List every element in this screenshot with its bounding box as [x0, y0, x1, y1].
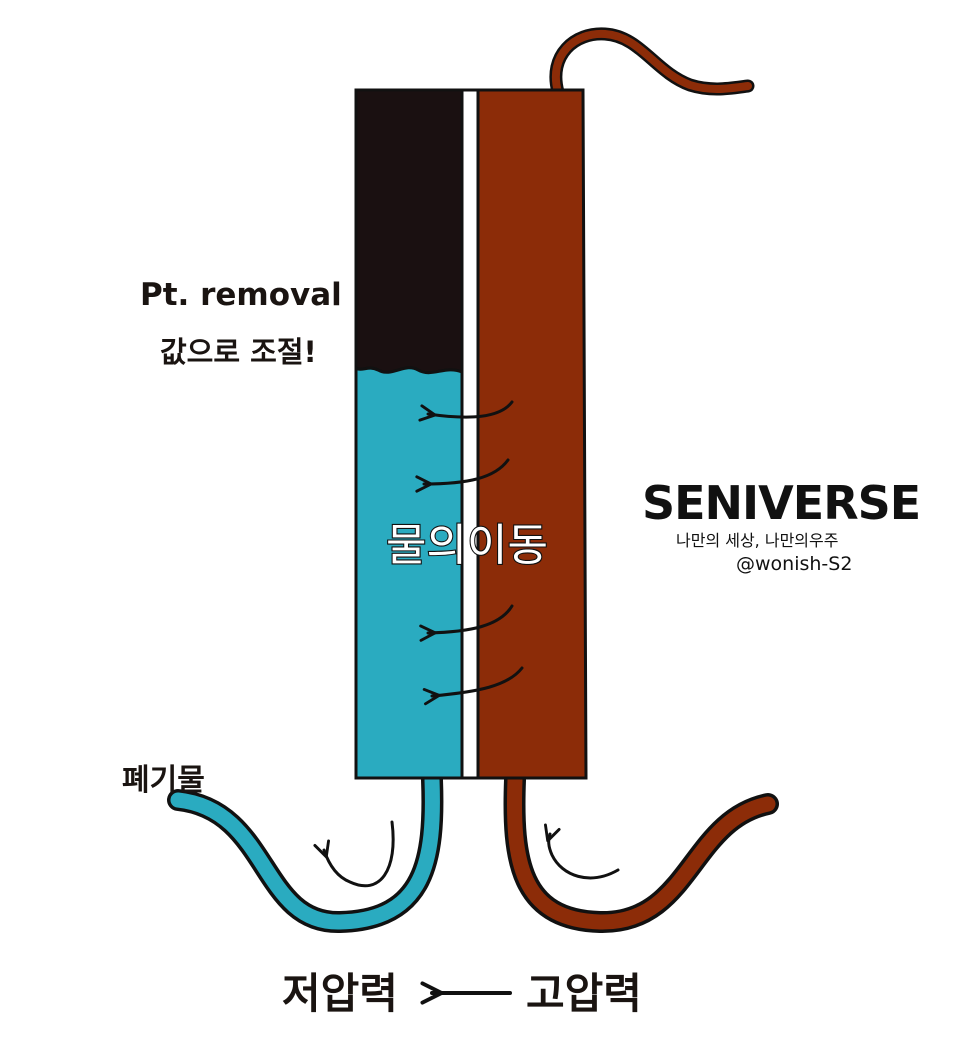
arrow-left-icon [415, 458, 510, 493]
brand-handle: @wonish-S2 [736, 553, 852, 575]
water-flow-arrows [415, 400, 524, 706]
dark-compartment [354, 88, 464, 375]
curved-arrow-icon [544, 823, 620, 880]
water-movement-label: 물의이동 [386, 520, 548, 571]
high-pressure-label: 고압력 [526, 969, 642, 1018]
arrow-left-icon [422, 666, 524, 706]
low-pressure-label: 저압력 [282, 969, 398, 1018]
blood-compartment [476, 88, 588, 780]
arrow-left-icon [418, 400, 514, 422]
blood-return-tube [503, 769, 779, 934]
removal-label-line1: Pt. removal [140, 277, 342, 313]
brand-tagline: 나만의 세상, 나만의우주 [676, 531, 838, 550]
waste-label: 폐기물 [122, 763, 205, 798]
curved-arrow-icon [313, 820, 395, 888]
arrow-left-icon [419, 604, 514, 642]
removal-label-line2: 값으로 조절! [160, 335, 317, 369]
dialysate-compartment [354, 365, 464, 780]
brand-title: SENIVERSE [642, 476, 920, 530]
semipermeable-membrane [460, 88, 480, 780]
